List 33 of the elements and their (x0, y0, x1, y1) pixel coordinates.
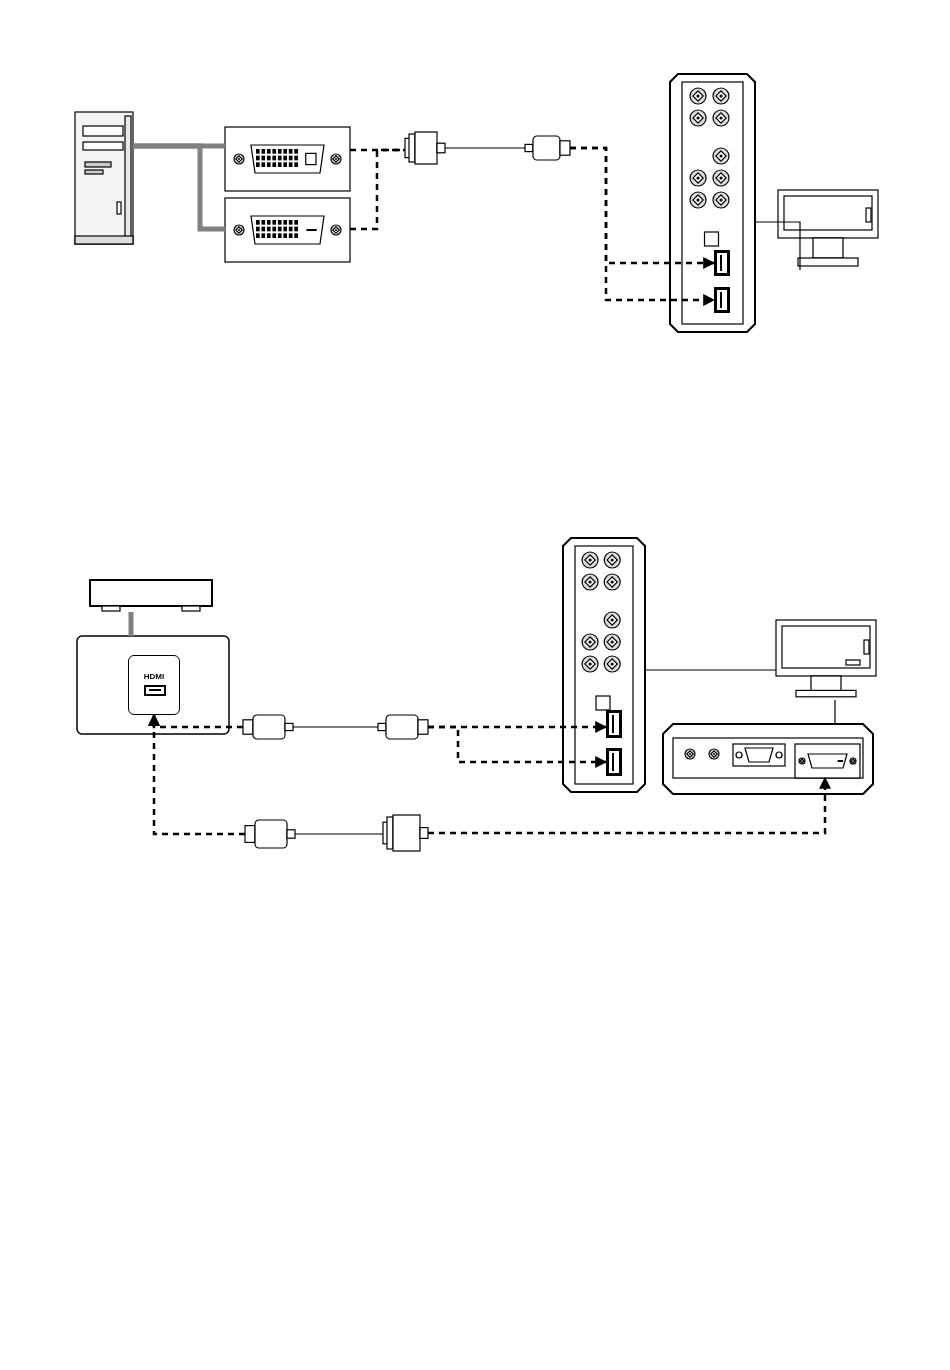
set-top-box-drawing (90, 580, 212, 612)
monitor-drawing (778, 190, 878, 270)
dashed-arrow (148, 713, 245, 836)
cable (294, 833, 384, 835)
cable (444, 147, 526, 149)
hdmi-plug-drawing (525, 136, 570, 160)
av-input-panel (670, 74, 755, 332)
monitor-drawing (776, 620, 876, 700)
hdmi-plug-drawing (243, 715, 293, 739)
dvi-port-panel (225, 198, 350, 262)
cable (128, 612, 134, 636)
hdmi-plug-drawing (378, 715, 428, 739)
dashed-arrow (428, 725, 608, 768)
dvi-port-icon (795, 744, 860, 778)
hdmi-port-icon (606, 710, 622, 738)
hdmi-plug-drawing (245, 820, 295, 848)
cable (292, 726, 379, 728)
port-label: HDMI (142, 672, 166, 681)
rear-panel (663, 724, 873, 794)
port-panel (128, 655, 180, 715)
av-input-panel (563, 538, 645, 792)
computer-tower-drawing (75, 112, 133, 244)
hdmi-port-icon (606, 748, 622, 776)
output-panel (77, 636, 229, 734)
cable (133, 143, 225, 232)
dashed-arrow (570, 146, 716, 306)
leader-line (834, 699, 836, 725)
hdmi-port-icon (714, 287, 730, 313)
dvi-plug-drawing (383, 815, 428, 851)
hdmi-port-icon (714, 250, 730, 276)
dashed-line (350, 148, 405, 231)
dvi-plug-drawing (405, 132, 445, 164)
dvi-port-panel (225, 127, 350, 191)
